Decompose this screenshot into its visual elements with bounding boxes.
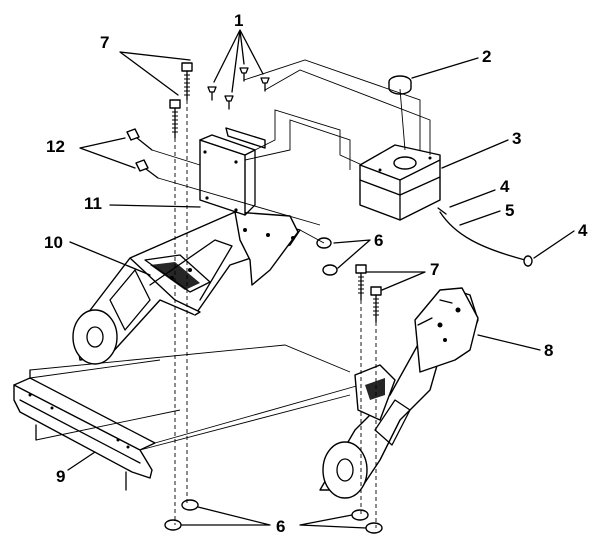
label-part-11: 11 <box>84 194 102 213</box>
bolts-part-7-upper <box>169 62 193 139</box>
screws-part-12 <box>126 128 159 179</box>
mounting-bracket-part-11 <box>199 127 266 216</box>
label-part-2: 2 <box>482 47 491 66</box>
label-part-6-lower: 6 <box>276 517 285 536</box>
part-labels: 1 2 3 4 4 5 6 6 7 7 8 9 10 11 12 <box>44 11 588 536</box>
label-part-4-upper: 4 <box>500 177 510 196</box>
fuel-tank-part-3 <box>359 144 441 221</box>
label-part-3: 3 <box>512 129 521 148</box>
label-part-1: 1 <box>234 11 243 30</box>
fuel-line-part-5 <box>437 207 533 267</box>
left-side-plate-part-10 <box>72 211 301 365</box>
label-part-5: 5 <box>505 201 514 220</box>
label-part-7-upper: 7 <box>100 33 109 52</box>
bolts-part-7-lower <box>355 264 382 323</box>
label-part-8: 8 <box>544 341 553 360</box>
label-part-4-right: 4 <box>578 221 588 240</box>
label-part-7-lower: 7 <box>430 260 439 279</box>
right-side-plate-part-8 <box>319 287 479 499</box>
leader-lines <box>67 29 575 529</box>
label-part-6-upper: 6 <box>374 231 383 250</box>
label-part-12: 12 <box>46 137 65 156</box>
hose-clamp-part-4 <box>523 255 533 267</box>
label-part-10: 10 <box>44 233 63 252</box>
label-part-9: 9 <box>56 467 65 486</box>
assembly-guide-lines <box>151 59 431 528</box>
screws-part-1 <box>207 67 270 110</box>
nuts-part-6 <box>164 237 383 534</box>
base-frame-part-9 <box>13 344 361 491</box>
